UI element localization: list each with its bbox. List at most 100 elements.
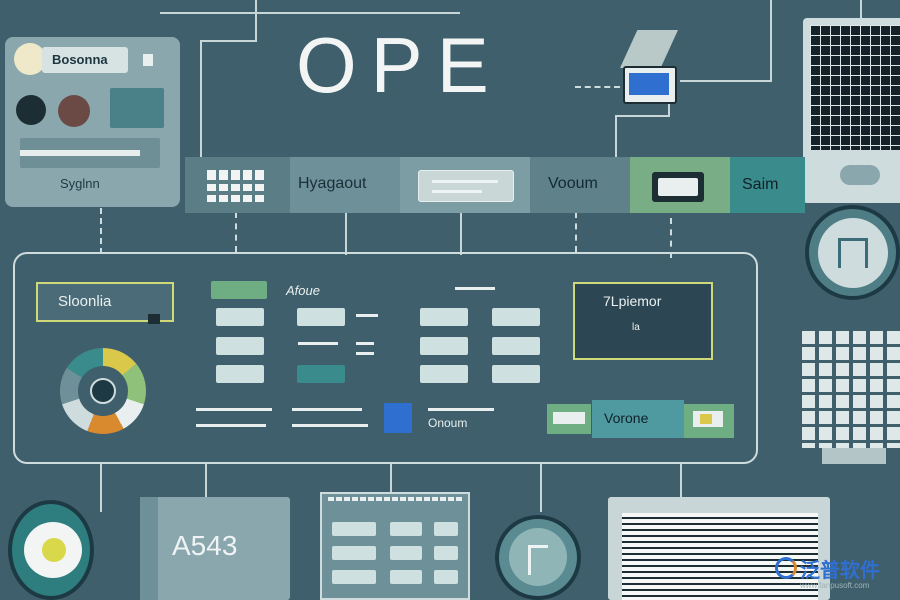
wire <box>770 0 772 80</box>
wire <box>540 462 542 512</box>
form-field[interactable] <box>390 546 422 560</box>
wire <box>460 210 462 255</box>
watermark-logo-icon <box>775 557 797 579</box>
ring-dial-symbol <box>838 238 868 268</box>
nav-input-line <box>432 180 498 183</box>
form-field[interactable] <box>434 570 458 584</box>
table-cell[interactable] <box>216 337 264 355</box>
wire <box>160 12 460 14</box>
nav-item-2[interactable]: Vooum <box>548 175 598 192</box>
table-cell[interactable] <box>297 308 345 326</box>
wire <box>390 462 392 492</box>
action-button-label: Vorone <box>604 410 649 426</box>
avatar-circle <box>14 43 46 75</box>
form-field[interactable] <box>390 570 422 584</box>
info-box-subtitle: la <box>632 322 640 333</box>
toggle-right-dot <box>700 414 712 424</box>
nav-input-line <box>432 190 482 193</box>
grid-monitor-screen <box>810 25 900 150</box>
teal-swatch <box>110 88 164 128</box>
page-title: OPE <box>296 21 503 109</box>
table-cell[interactable] <box>492 308 540 326</box>
form-field[interactable] <box>434 522 458 536</box>
table-cell[interactable] <box>420 337 468 355</box>
keypad[interactable] <box>798 328 900 448</box>
dashed-connector <box>575 86 620 88</box>
dashed-connector <box>575 212 577 252</box>
wire <box>615 115 617 157</box>
table-cell[interactable] <box>216 308 264 326</box>
footer-label: Onoum <box>428 416 468 430</box>
dashed-connector <box>670 218 672 258</box>
text-stripe <box>196 424 266 427</box>
form-field[interactable] <box>332 546 376 560</box>
dashed-connector <box>100 208 102 254</box>
text-stripe <box>292 408 362 411</box>
wire <box>615 115 670 117</box>
text-stripe <box>298 342 338 345</box>
toggle-left-inner <box>553 412 585 424</box>
table-cell[interactable] <box>492 365 540 383</box>
left-box-tab <box>148 314 160 324</box>
dark-circle <box>16 95 46 125</box>
screen-widget-inner <box>629 73 669 95</box>
text-stripe <box>356 352 374 355</box>
wire <box>200 40 202 158</box>
form-field[interactable] <box>434 546 458 560</box>
text-stripe <box>356 314 378 317</box>
column-header: Afoue <box>286 283 320 298</box>
wire <box>100 462 102 512</box>
nav-toggle-inner <box>658 178 698 196</box>
table-cell[interactable] <box>492 337 540 355</box>
table-cell[interactable] <box>297 365 345 383</box>
dashed-connector <box>235 212 237 252</box>
table-cell[interactable] <box>420 365 468 383</box>
info-box[interactable] <box>573 282 713 360</box>
wire <box>200 40 257 42</box>
text-stripe <box>196 408 272 411</box>
action-button[interactable] <box>592 400 684 438</box>
table-cell[interactable] <box>216 365 264 383</box>
form-field[interactable] <box>390 522 422 536</box>
wire <box>860 0 862 20</box>
brown-circle <box>58 95 90 127</box>
table-cell[interactable] <box>420 308 468 326</box>
watermark-text: 泛普软件 <box>800 558 880 582</box>
monitor-pill <box>840 165 880 185</box>
keyboard-icon-gaps <box>207 191 265 195</box>
bottom-card[interactable] <box>140 497 290 600</box>
nav-item-1[interactable]: Hyagaout <box>298 175 367 192</box>
form-card-header <box>328 497 462 501</box>
book-shape <box>620 30 678 68</box>
blue-tag[interactable] <box>384 403 412 433</box>
progress-fill <box>20 150 140 156</box>
keyboard-icon[interactable] <box>207 170 265 202</box>
bottom-card-edge <box>140 497 158 600</box>
keyboard-icon-gaps <box>207 180 265 184</box>
wire <box>205 462 207 512</box>
round-dial-inner <box>509 528 567 586</box>
text-stripe <box>455 287 495 290</box>
label-chip <box>42 47 128 73</box>
watermark-url: www.fanpusoft.com <box>800 581 870 590</box>
top-left-card-label: Bosonna <box>52 52 108 67</box>
egg-yolk <box>42 538 66 562</box>
keypad-stand <box>822 448 886 464</box>
round-dial-symbol <box>528 545 548 575</box>
wire <box>680 80 772 82</box>
wire <box>255 0 257 40</box>
bottom-card-label: A543 <box>172 530 238 561</box>
form-field[interactable] <box>332 570 376 584</box>
main-panel <box>13 252 758 464</box>
top-left-card-caption: Syglnn <box>60 176 100 191</box>
ring-dial-inner <box>818 218 888 288</box>
nav-segment <box>530 157 630 213</box>
nav-input[interactable] <box>418 170 514 202</box>
nav-segment <box>730 157 805 213</box>
form-field[interactable] <box>332 522 376 536</box>
left-box-label: Sloonlia <box>58 293 112 310</box>
nav-item-3[interactable]: Saim <box>742 176 779 193</box>
text-stripe <box>356 342 374 345</box>
info-box-title: 7Lpiemor <box>603 293 662 309</box>
donut-center <box>90 378 116 404</box>
